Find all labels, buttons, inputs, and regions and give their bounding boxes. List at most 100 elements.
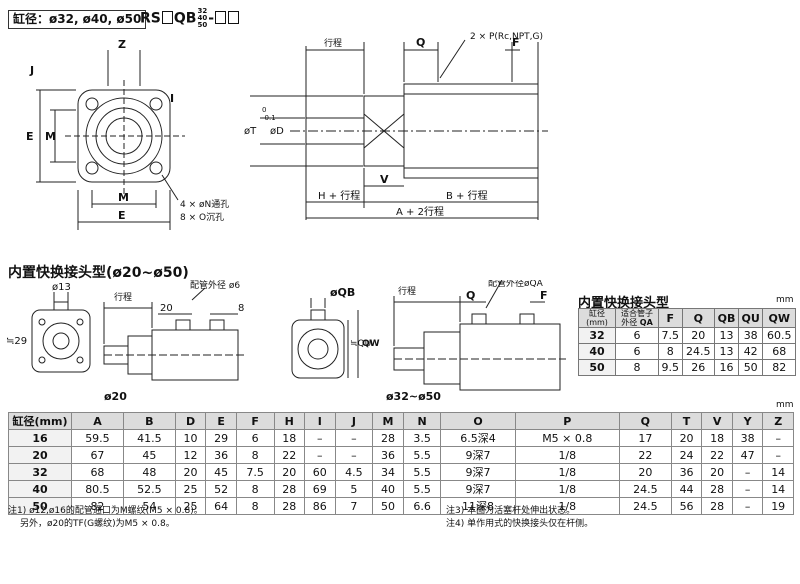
table-cell: 52.5 [122, 480, 176, 498]
table-cell: 64 [205, 497, 237, 515]
table-cell: 25 [174, 497, 207, 515]
main-head-cell: D [174, 412, 207, 430]
table-cell: 28 [701, 480, 733, 498]
table-cell: 7.5 [658, 327, 683, 344]
label-t-tol-lower: -0.1 [262, 114, 276, 122]
table-cell: 16 [8, 429, 72, 447]
label-qu: ≒QU [350, 339, 371, 349]
table-cell: 17 [618, 429, 672, 447]
table-cell: 40 [372, 480, 404, 498]
mid-drawing: ø13 ≒29 行程 配管外径 ø6 20 8 øQB 行程 配管外径øQA Q… [6, 280, 566, 391]
table-cell: 54 [122, 497, 176, 515]
table-cell: 69 [304, 480, 336, 498]
label-stroke-20: 行程 [114, 291, 132, 303]
label-h-stroke: H + 行程 [318, 189, 360, 202]
main-head-cell: I [304, 412, 336, 430]
bore-size-label: 缸径：ø32, ø40, ø50 [8, 10, 147, 29]
table-cell: 40 [578, 343, 616, 360]
label-o-counterbore: 8 × O沉孔 [180, 212, 224, 223]
table-cell: 38 [731, 429, 764, 447]
table-cell: 42 [737, 343, 764, 360]
section-title: 内置快换接头型(ø20~ø50) [8, 265, 189, 281]
table-cell: – [762, 429, 794, 447]
table-cell: 1/8 [514, 480, 620, 498]
label-8: 8 [238, 303, 244, 314]
model-mid: QB [173, 10, 197, 27]
table-cell: 20 [174, 463, 207, 481]
table-cell: 7.5 [235, 463, 275, 481]
table-cell: 8 [235, 480, 275, 498]
table-cell: – [731, 463, 764, 481]
table-cell: 19 [762, 497, 794, 515]
table-cell: 24.5 [681, 343, 716, 360]
table-cell: 20 [273, 463, 306, 481]
top-drawing: Z J E M I M E 4 × øN通孔 8 × O沉孔 行程 Q F 2 … [26, 32, 548, 230]
table-cell: – [762, 446, 794, 464]
small-table-unit: mm [776, 295, 794, 305]
model-placeholder-box [161, 10, 173, 24]
label-v: V [380, 173, 389, 186]
table-cell: M5 × 0.8 [514, 429, 620, 447]
main-head-cell: E [205, 412, 237, 430]
label-qb: øQB [330, 286, 355, 299]
main-head-cell: T [670, 412, 703, 430]
main-head-cell: H [273, 412, 306, 430]
label-m-left: M [45, 130, 56, 143]
label-d: øD [270, 126, 284, 137]
label-m-bottom: M [118, 191, 129, 204]
label-e-left: E [26, 130, 34, 143]
table-cell: 10 [174, 429, 207, 447]
label-stroke-32: 行程 [398, 285, 416, 297]
table-cell: 20 [681, 327, 716, 344]
model-size-50: 50 [197, 21, 208, 29]
label-z: Z [118, 38, 126, 51]
table-cell: 26 [681, 359, 716, 376]
label-pipe-d6: 配管外径 ø6 [190, 280, 240, 291]
small-head-qw: QW [762, 308, 796, 328]
table-cell: 6.6 [402, 497, 442, 515]
main-head-cell: Y [731, 412, 764, 430]
label-f: F [512, 36, 520, 49]
table-cell: 20 [618, 463, 672, 481]
table-cell: 18 [701, 429, 733, 447]
model-placeholder-box [215, 10, 227, 24]
table-cell: 14 [762, 463, 794, 481]
caption-d32-50: ø32~ø50 [386, 390, 441, 403]
table-cell: 28 [273, 497, 306, 515]
table-cell: 67 [71, 446, 124, 464]
table-cell: 36 [670, 463, 703, 481]
table-cell: 82 [71, 497, 124, 515]
main-head-cell: J [334, 412, 374, 430]
table-cell: 59.5 [71, 429, 124, 447]
table-cell: 68 [71, 463, 124, 481]
table-cell: 8 [235, 446, 275, 464]
table-cell: 45 [205, 463, 237, 481]
main-head-cell: Z [762, 412, 794, 430]
table-cell: 48 [122, 463, 176, 481]
main-head-cell: N [402, 412, 442, 430]
table-cell: 12 [174, 446, 207, 464]
table-cell: 5.5 [402, 446, 442, 464]
table-cell: 24.5 [618, 497, 672, 515]
small-head-q: Q [681, 308, 716, 328]
table-cell: 40 [8, 480, 72, 498]
table-cell: 13 [714, 327, 739, 344]
table-cell: 29 [205, 429, 237, 447]
table-cell: 28 [273, 480, 306, 498]
table-cell: 5.5 [402, 480, 442, 498]
main-head-cell: Q [618, 412, 672, 430]
small-table-title: 内置快换接头型 [578, 296, 670, 311]
main-head-cell: B [122, 412, 176, 430]
table-cell: 20 [701, 463, 733, 481]
table-cell: 18 [273, 429, 306, 447]
main-head-cell: O [440, 412, 516, 430]
model-size-40: 40 [197, 14, 208, 22]
label-q-32: Q [466, 289, 475, 302]
table-cell: 9深7 [440, 463, 516, 481]
